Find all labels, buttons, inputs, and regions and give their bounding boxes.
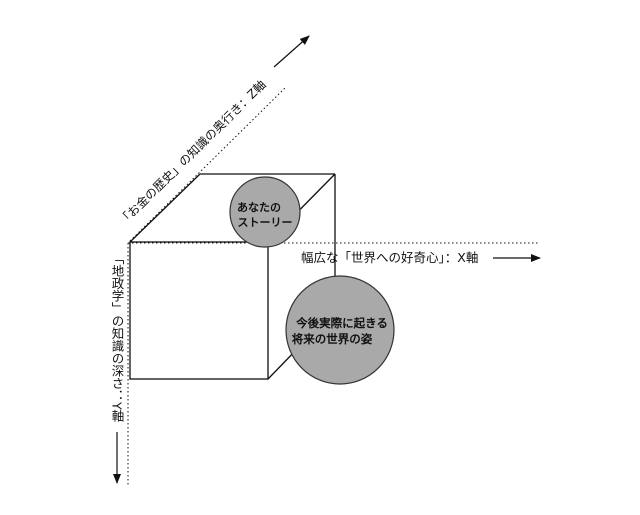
z-axis-dotted-line [129,87,286,242]
future-bubble [285,275,395,385]
your-story-bubble [229,176,301,248]
y-axis-label: 「地政学」の知識の深さ：Y軸 [110,252,125,423]
future-bubble-line1: 今後実際に起きる [295,316,388,330]
cube-front-face [129,241,269,380]
x-axis-label: 幅広な「世界への好奇心」：X軸 [301,250,478,265]
your-story-bubble-line1: あなたの [237,201,281,214]
z-axis-arrow [273,35,310,68]
your-story-bubble-line2: ストーリー [238,216,293,229]
future-bubble-line2: 将来の世界の姿 [292,332,373,346]
cube-top-left-edge [129,173,201,243]
